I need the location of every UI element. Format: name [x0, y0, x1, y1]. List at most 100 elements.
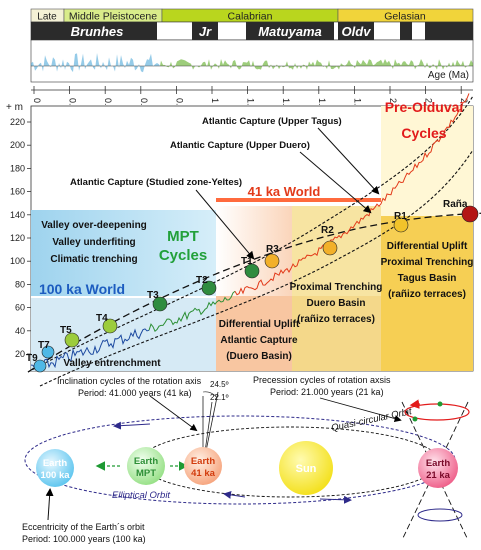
elevation-tick-label: 180 — [10, 163, 25, 173]
terrace-t2 — [201, 280, 217, 296]
age-tick-label: 0 — [32, 98, 42, 103]
chron-bar: Brunhes Jr Matuyama Oldv — [30, 21, 474, 41]
terrace-r2 — [322, 240, 338, 256]
chron-olduvai — [338, 22, 374, 40]
sun — [279, 441, 333, 495]
svg-text:MPT: MPT — [136, 468, 156, 479]
orbital-diagram: Inclination cycles of the rotation axis … — [22, 375, 470, 544]
chron-jaramillo — [192, 22, 218, 40]
capture-upper-duero: Atlantic Capture (Upper Duero) — [170, 140, 310, 151]
age-tick-label: 1.2 — [246, 98, 256, 111]
age-tick-label: 2.4 — [459, 98, 469, 111]
svg-text:(rañizo terraces): (rañizo terraces) — [388, 289, 466, 300]
envelope-lower — [39, 149, 474, 387]
svg-text:T7: T7 — [38, 340, 50, 351]
chron-brunhes-label: Brunhes — [71, 24, 124, 39]
svg-text:T9: T9 — [26, 353, 38, 364]
elevation-tick-label: 60 — [15, 303, 25, 313]
valley-line-1: Valley over-deepening — [41, 220, 147, 231]
epoch-late-label: Late — [37, 12, 57, 23]
svg-text:Proximal Trenching: Proximal Trenching — [290, 282, 383, 293]
epoch-bar: Late Middle Pleistocene Calabrian Gelasi… — [30, 8, 474, 23]
svg-text:R2: R2 — [321, 225, 334, 236]
isotope-curve-panel: Age (Ma) — [30, 39, 474, 83]
svg-text:T3: T3 — [147, 290, 159, 301]
svg-text:R3: R3 — [266, 244, 279, 255]
inclination-title: Inclination cycles of the rotation axis — [57, 376, 202, 386]
svg-text:Atlantic Capture: Atlantic Capture — [220, 335, 298, 346]
age-axis-label: Age (Ma) — [428, 70, 469, 81]
chron-matuyama-label: Matuyama — [258, 24, 322, 39]
age-tick-label: 1 — [210, 98, 220, 103]
angle-22-1: 22.1º — [210, 393, 229, 402]
pre-olduvai-label: Pre-Olduvai — [385, 99, 464, 115]
terrace-t3 — [152, 296, 168, 312]
svg-text:Earth: Earth — [191, 456, 215, 467]
epoch-calabrian-label: Calabrian — [228, 11, 273, 23]
mpt-cycles: Cycles — [159, 247, 207, 264]
terrace-r1 — [393, 217, 409, 233]
elliptical-orbit — [24, 415, 456, 505]
elevation-tick-label: 20 — [15, 349, 25, 359]
svg-text:Differential Uplift: Differential Uplift — [219, 319, 300, 330]
chron-brunhes — [31, 22, 157, 40]
svg-text:Duero Basin: Duero Basin — [307, 298, 366, 309]
svg-text:21 ka: 21 ka — [426, 470, 450, 481]
elevation-tick-label: 40 — [15, 326, 25, 336]
elevation-tick-label: 160 — [10, 187, 25, 197]
incision-curve-green — [148, 290, 236, 333]
terrace-t4 — [102, 318, 118, 334]
elliptical-label: Elliptical Orbit — [112, 490, 170, 501]
incision-curve-red — [234, 93, 470, 296]
precession-ring — [404, 403, 470, 421]
elevation-unit: + m — [6, 102, 23, 113]
svg-text:(rañizo terraces): (rañizo terraces) — [297, 314, 375, 325]
age-tick-label: 2 — [388, 98, 398, 103]
age-tick-label: 0.4 — [103, 98, 113, 111]
svg-text:41 ka: 41 ka — [191, 468, 215, 479]
svg-text:Differential Uplift: Differential Uplift — [387, 241, 468, 252]
age-tick-label: 0.6 — [139, 98, 149, 111]
valley-line-3: Climatic trenching — [50, 254, 137, 265]
isotope-curve-fill-green — [160, 59, 473, 70]
svg-text:T4: T4 — [96, 313, 108, 324]
terrace-t5 — [64, 332, 80, 348]
terrace-markers — [33, 205, 479, 373]
eccentricity-title: Eccentricity of the Earth´s orbit — [22, 522, 145, 532]
earth-41ka — [184, 447, 222, 485]
svg-text:T2: T2 — [196, 275, 208, 286]
age-tick-label: 1.6 — [317, 98, 327, 111]
mpt-label: MPT — [167, 228, 199, 245]
svg-text:100 ka: 100 ka — [40, 470, 70, 481]
capture-studied: Atlantic Capture (Studied zone-Yeltes) — [70, 177, 242, 188]
world-41-label: 41 ka World — [248, 184, 321, 199]
chron-oldv-label: Oldv — [342, 24, 372, 39]
inclination-period: Period: 41.000 years (41 ka) — [78, 388, 192, 398]
earth-mpt — [127, 447, 165, 485]
age-tick-label: 0.2 — [68, 98, 78, 111]
eccentricity-period: Period: 100.000 years (100 ka) — [22, 534, 146, 544]
svg-text:T5: T5 — [60, 325, 72, 336]
chron-jr-label: Jr — [199, 24, 212, 39]
earth-21ka — [418, 448, 458, 488]
elevation-tick-label: 140 — [10, 210, 25, 220]
pre-olduvai-cycles: Cycles — [401, 125, 446, 141]
terrace-rana — [461, 205, 479, 223]
age-tick-label: 0.8 — [174, 98, 184, 111]
svg-text:Earth: Earth — [134, 456, 158, 467]
svg-text:T1: T1 — [241, 256, 253, 267]
earth-100ka — [36, 449, 74, 487]
epoch-middle-label: Middle Pleistocene — [69, 11, 157, 23]
svg-text:(Duero Basin): (Duero Basin) — [226, 351, 292, 362]
svg-text:Earth: Earth — [43, 458, 67, 469]
elevation-tick-label: 200 — [10, 140, 25, 150]
chron-matuyama — [246, 22, 334, 40]
elevation-tick-label: 100 — [10, 256, 25, 266]
incision-curve-blue — [30, 328, 150, 370]
quasi-circular-label: Quasi-circular Orbit — [330, 406, 413, 434]
svg-text:Tagus Basin: Tagus Basin — [398, 273, 457, 284]
